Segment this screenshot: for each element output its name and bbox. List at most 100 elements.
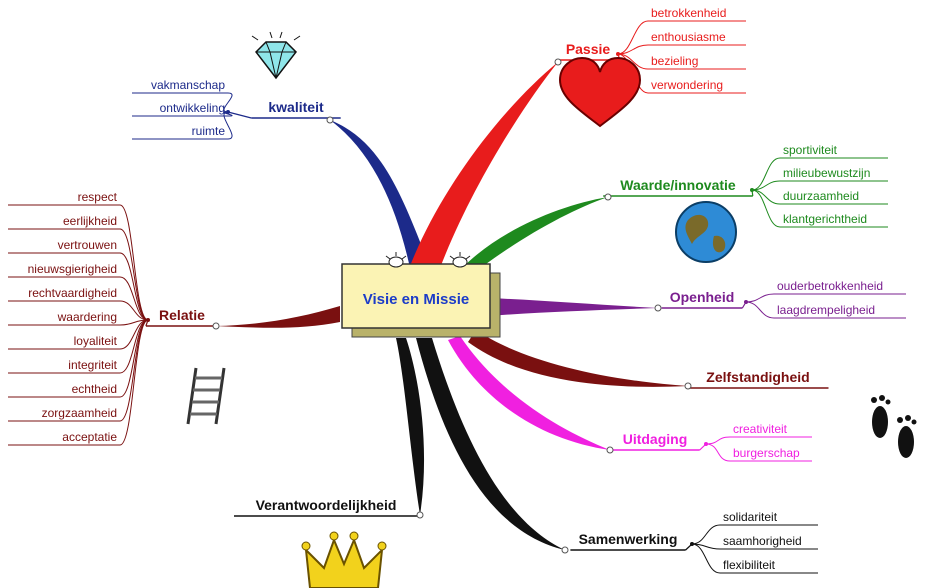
- ribbon-passie: [410, 62, 558, 268]
- branch-node: [606, 446, 614, 454]
- leaf-label: ouderbetrokkenheid: [777, 279, 883, 293]
- branch-waarde[interactable]: Waarde/innovatie sportiviteitmilieubewust…: [603, 143, 888, 228]
- branch-label-samenwerking: Samenwerking: [579, 531, 678, 547]
- leaf-label: echtheid: [72, 382, 117, 396]
- leaf-connector: [751, 189, 781, 228]
- branch-node: [561, 546, 569, 554]
- leaf-label: acceptatie: [62, 430, 117, 444]
- leaf-label: enthousiasme: [651, 30, 726, 44]
- leaf-openheid-1[interactable]: laagdrempeligheid: [745, 301, 906, 319]
- leaf-connector: [617, 20, 649, 55]
- branch-node: [604, 193, 612, 201]
- ribbon-waarde: [462, 197, 608, 270]
- leaf-passie-2[interactable]: bezieling: [617, 53, 746, 70]
- bulb-icon: [449, 252, 471, 268]
- branch-node: [212, 322, 220, 330]
- leaf-label: vakmanschap: [151, 78, 225, 92]
- leaf-waarde-0[interactable]: sportiviteit: [751, 143, 888, 191]
- center-node[interactable]: Visie en Missie: [341, 252, 501, 338]
- leaf-relatie-6[interactable]: loyaliteit: [8, 319, 149, 350]
- leaf-label: solidariteit: [723, 510, 778, 524]
- leaf-relatie-2[interactable]: vertrouwen: [8, 238, 149, 321]
- branch-openheid[interactable]: Openheid ouderbetrokkenheid laagdrempeligh…: [654, 279, 906, 319]
- leaf-connector: [119, 228, 149, 321]
- leaf-relatie-7[interactable]: integriteit: [8, 319, 149, 374]
- leaf-relatie-1[interactable]: eerlijkheid: [8, 214, 149, 321]
- leaf-label: eerlijkheid: [63, 214, 117, 228]
- leaf-uitdaging-1[interactable]: burgerschap: [705, 443, 812, 462]
- branch-node: [684, 382, 692, 390]
- branch-label-waarde: Waarde/innovatie: [620, 177, 736, 193]
- decorations: [186, 31, 917, 588]
- leaf-connector: [223, 111, 233, 140]
- leaf-passie-0[interactable]: betrokkenheid: [617, 6, 746, 55]
- branch-label-passie: Passie: [566, 41, 611, 57]
- branch-node: [654, 304, 662, 312]
- leaf-kwaliteit-0[interactable]: vakmanschap: [132, 78, 233, 113]
- leaf-waarde-2[interactable]: duurzaamheid: [751, 189, 888, 205]
- leaf-relatie-4[interactable]: rechtvaardigheid: [8, 286, 149, 321]
- branch-samenwerking[interactable]: Samenwerking solidariteit saamhorigheid fle…: [561, 510, 818, 574]
- center-label: Visie en Missie: [363, 291, 469, 308]
- leaf-label: loyaliteit: [74, 334, 118, 348]
- leaf-relatie-3[interactable]: nieuwsgierigheid: [8, 262, 149, 321]
- leaf-samenwerking-1[interactable]: saamhorigheid: [691, 534, 818, 550]
- diamond-icon: [251, 31, 301, 80]
- branch-to-leaves: [145, 319, 149, 327]
- leaf-connector: [751, 157, 781, 191]
- leaf-connector: [119, 319, 149, 374]
- leaf-connector: [745, 293, 775, 303]
- leaf-label: burgerschap: [733, 446, 800, 460]
- leaf-relatie-5[interactable]: waardering: [8, 310, 149, 326]
- branch-label-openheid: Openheid: [670, 289, 735, 305]
- leaf-relatie-0[interactable]: respect: [8, 190, 149, 321]
- leaf-connector: [705, 443, 731, 462]
- center-box: [341, 263, 491, 329]
- ribbon-openheid: [488, 298, 658, 316]
- leaf-relatie-10[interactable]: acceptatie: [8, 319, 149, 446]
- leaf-openheid-0[interactable]: ouderbetrokkenheid: [745, 279, 906, 303]
- branch-label-relatie: Relatie: [159, 307, 205, 323]
- branch-label-kwaliteit: kwaliteit: [268, 99, 324, 115]
- leaf-waarde-1[interactable]: milieubewustzijn: [751, 166, 888, 191]
- leaf-uitdaging-0[interactable]: creativiteit: [705, 422, 812, 445]
- footprints-icon: [871, 395, 917, 458]
- leaf-label: creativiteit: [733, 422, 788, 436]
- branch-verantwoordelijkheid[interactable]: Verantwoordelijkheid: [234, 497, 424, 519]
- leaf-waarde-3[interactable]: klantgerichtheid: [751, 189, 888, 228]
- leaf-label: waardering: [57, 310, 117, 324]
- leaf-label: klantgerichtheid: [783, 212, 867, 226]
- branch-zelfstandigheid[interactable]: Zelfstandigheid: [684, 369, 829, 390]
- branch-to-leaves: [699, 443, 707, 451]
- bulb-icon: [385, 252, 407, 268]
- branch-to-leaves: [741, 301, 747, 309]
- leaf-kwaliteit-1[interactable]: ontwikkeling: [132, 101, 233, 117]
- leaf-label: ontwikkeling: [160, 101, 225, 115]
- crown-icon: [301, 531, 387, 588]
- leaf-connector: [691, 524, 721, 545]
- leaf-label: nieuwsgierigheid: [28, 262, 117, 276]
- leaf-kwaliteit-2[interactable]: ruimte: [132, 111, 233, 140]
- ladder-icon: [186, 367, 226, 425]
- branch-uitdaging[interactable]: Uitdaging creativiteit burgerschap: [606, 422, 812, 462]
- leaf-passie-1[interactable]: enthousiasme: [617, 30, 746, 55]
- branch-label-uitdaging: Uitdaging: [623, 431, 688, 447]
- leaf-label: flexibiliteit: [723, 558, 776, 572]
- ribbon-samenwerking: [416, 338, 565, 550]
- leaf-passie-3[interactable]: verwondering: [617, 53, 746, 94]
- branch-node: [554, 58, 562, 66]
- leaf-connector: [119, 204, 149, 321]
- leaf-connector: [745, 301, 775, 319]
- leaf-connector: [705, 436, 731, 445]
- leaf-label: integriteit: [68, 358, 117, 372]
- branch-node: [416, 511, 424, 519]
- leaf-connector: [751, 189, 781, 205]
- ribbon-relatie: [216, 306, 340, 328]
- leaf-samenwerking-2[interactable]: flexibiliteit: [691, 543, 818, 574]
- leaf-relatie-8[interactable]: echtheid: [8, 319, 149, 398]
- leaf-samenwerking-0[interactable]: solidariteit: [691, 510, 818, 545]
